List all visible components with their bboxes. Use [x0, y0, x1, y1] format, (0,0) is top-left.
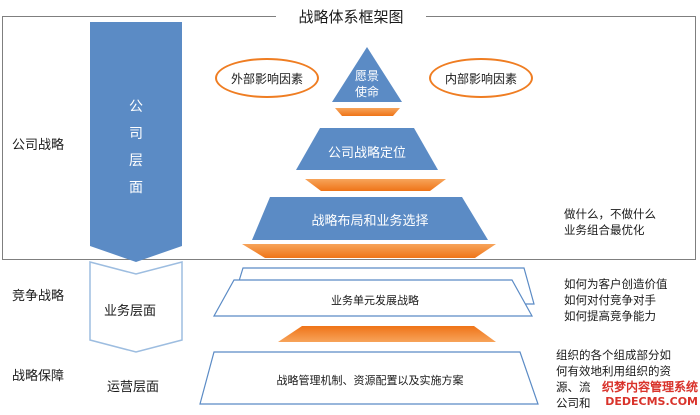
competition-note: 如何为客户创造价值 如何对付竞争对手 如何提高竞争能力 — [564, 276, 668, 324]
note-line: 源、流 — [556, 380, 591, 394]
note-line: 业务组合最优化 — [564, 223, 645, 237]
upward-bar — [278, 326, 496, 342]
business-unit-front — [212, 279, 534, 317]
company-level-arrow — [90, 22, 182, 262]
mission-label: 使命 — [354, 85, 379, 99]
note-line: 组织的各个组成部分如 — [556, 348, 671, 362]
label-company-strategy: 公司战略 — [12, 138, 65, 153]
note-line: 做什么，不做什么 — [564, 207, 656, 221]
external-factors-oval: 外部影响因素 — [215, 58, 319, 98]
watermark-line-2: DEDECMS.COM — [605, 395, 698, 408]
label-strategy-assurance: 战略保障 — [12, 369, 65, 384]
company-positioning-label: 公司战略定位 — [327, 146, 406, 161]
note-line: 如何对付竞争对手 — [564, 293, 656, 307]
layout-business-selection-label: 战略布局和业务选择 — [311, 214, 429, 229]
business-level-chevron — [89, 261, 183, 353]
note-line: 公司和 — [556, 396, 591, 410]
business-level-label: 业务层面 — [104, 304, 157, 319]
vision-mission-label: 愿景 使命 — [342, 68, 392, 100]
company-level-char: 面 — [129, 180, 143, 196]
note-line: 如何提高竞争能力 — [564, 309, 656, 323]
management-shape — [199, 351, 539, 405]
note-line: 何有效地利用组织的资 — [556, 364, 671, 378]
diagram-title: 战略体系框架图 — [276, 6, 426, 28]
company-level-label: 公 司 层 面 — [121, 100, 151, 208]
external-factors-label: 外部影响因素 — [230, 71, 303, 86]
pyramid-middle — [296, 128, 438, 170]
internal-factors-label: 内部影响因素 — [444, 71, 517, 86]
separator-bar-2 — [305, 179, 446, 191]
company-level-char: 司 — [129, 126, 143, 142]
watermark-line-1: 织梦内容管理系统 — [601, 380, 698, 394]
operations-level-label: 运营层面 — [107, 380, 160, 395]
business-unit-strategy-label: 业务单元发展战略 — [331, 294, 419, 307]
company-level-char: 层 — [129, 153, 143, 169]
watermark: 织梦内容管理系统 DEDECMS.COM — [588, 378, 698, 408]
management-mechanism-label: 战略管理机制、资源配置以及实施方案 — [276, 374, 464, 387]
separator-bar-1 — [335, 108, 400, 116]
note-line: 如何为客户创造价值 — [564, 277, 668, 291]
pyramid-bottom — [252, 197, 488, 240]
separator-bar-3 — [242, 244, 496, 258]
company-level-char: 公 — [129, 99, 143, 115]
label-competition-strategy: 竞争战略 — [12, 289, 65, 304]
assurance-note: 组织的各个组成部分如 何有效地利用组织的资 源、流 公司和 — [556, 347, 671, 411]
company-note: 做什么，不做什么 业务组合最优化 — [564, 206, 656, 238]
internal-factors-oval: 内部影响因素 — [429, 58, 533, 98]
pyramid-top — [332, 47, 402, 102]
vision-label: 愿景 — [354, 69, 379, 83]
